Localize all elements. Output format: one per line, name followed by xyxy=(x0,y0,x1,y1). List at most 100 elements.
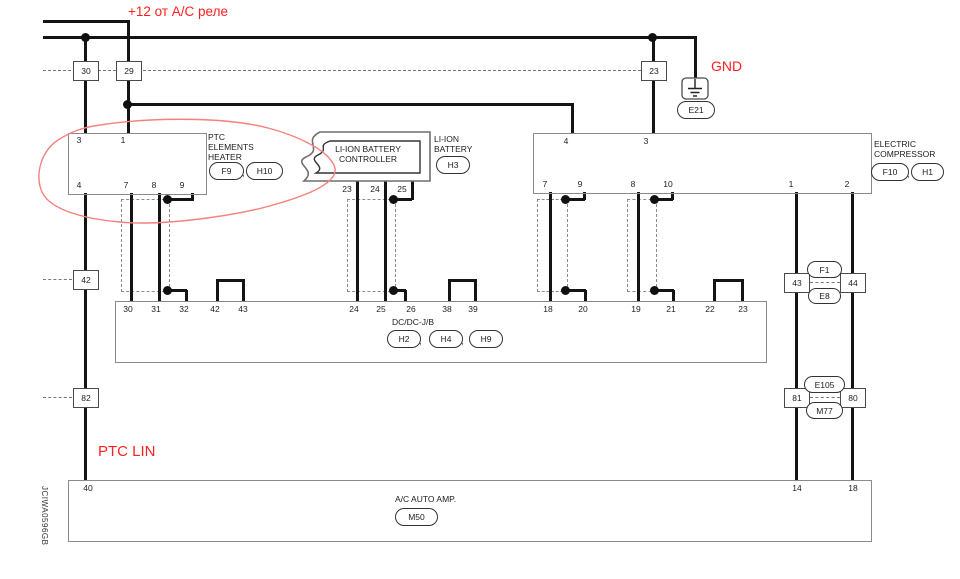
label-line: BATTERY xyxy=(434,144,473,154)
wire-segment xyxy=(652,36,655,133)
comma: , xyxy=(419,336,422,346)
label-line: A/C AUTO AMP. xyxy=(395,494,457,504)
label-line: ELECTRIC xyxy=(874,139,917,149)
wire-segment xyxy=(393,289,406,292)
dashed-stub-42 xyxy=(43,279,72,280)
label-line: DC/DC-J/B xyxy=(392,317,435,327)
dcdc-pin-39: 39 xyxy=(468,304,478,314)
connector-80-label: 80 xyxy=(848,393,858,403)
jumper-leg xyxy=(448,279,451,302)
junction-dot xyxy=(163,286,172,295)
connector-82: 82 xyxy=(73,388,99,408)
label-line: HEATER xyxy=(208,152,242,162)
label-line: COMPRESSOR xyxy=(874,149,936,159)
oval-label: H9 xyxy=(480,334,492,344)
dcdc-pin-19: 19 xyxy=(631,304,641,314)
jumper-leg xyxy=(713,279,716,302)
shield-loop-liion xyxy=(347,199,396,292)
wire-segment xyxy=(158,193,161,302)
comp-pin-8: 8 xyxy=(630,179,636,189)
dcdc-jb-box xyxy=(115,301,767,363)
dcdc-pin-21: 21 xyxy=(666,304,676,314)
wire-segment xyxy=(795,192,798,481)
oval-label: H4 xyxy=(440,334,452,344)
connector-44-label: 44 xyxy=(848,278,858,288)
wire-segment xyxy=(671,192,674,200)
connector-code-M77: M77 xyxy=(806,402,843,419)
amp-pin-40: 40 xyxy=(83,483,93,493)
wire-segment xyxy=(185,290,188,302)
connector-30-label: 30 xyxy=(81,66,91,76)
junction-dot xyxy=(389,195,398,204)
connector-80: 80 xyxy=(840,388,866,408)
connector-code-E105: E105 xyxy=(804,376,845,393)
wire-segment xyxy=(549,192,552,302)
oval-label: H1 xyxy=(922,167,933,177)
dashed-link-43-44 xyxy=(810,282,840,283)
wire-segment xyxy=(393,198,412,201)
ac-auto-amp-box xyxy=(68,480,872,542)
dashed-stub-82 xyxy=(43,397,72,398)
wire-to-ground xyxy=(694,36,697,82)
liion-pin-24: 24 xyxy=(370,184,380,194)
connector-code-F1: F1 xyxy=(807,261,842,278)
jumper-leg xyxy=(741,279,744,302)
connector-code-F10: F10 xyxy=(871,163,909,181)
oval-label: H2 xyxy=(398,334,410,344)
junction-dot xyxy=(561,286,570,295)
wire-segment xyxy=(654,198,673,201)
connector-30: 30 xyxy=(73,61,99,81)
dashed-harness-line-top xyxy=(43,70,641,71)
jumper-leg xyxy=(216,279,219,302)
dcdc-pin-43: 43 xyxy=(238,304,248,314)
connector-code-F9: F9 xyxy=(209,162,244,180)
liion-pin-25: 25 xyxy=(397,184,407,194)
shield-loop-ptc xyxy=(121,199,170,292)
connector-code-H4: H4 xyxy=(429,330,463,348)
wire-segment xyxy=(43,20,128,23)
dcdc-pin-30: 30 xyxy=(123,304,133,314)
label-line: LI-ION xyxy=(434,134,460,144)
connector-29: 29 xyxy=(116,61,142,81)
wire-segment xyxy=(565,289,586,292)
dcdc-pin-32: 32 xyxy=(179,304,189,314)
jumper-leg xyxy=(474,279,477,302)
oval-label: E105 xyxy=(814,379,835,390)
wire-segment xyxy=(130,193,133,302)
comma: , xyxy=(242,168,245,178)
connector-81: 81 xyxy=(784,388,810,408)
junction-dot xyxy=(81,33,90,42)
label-line: ELEMENTS xyxy=(208,142,254,152)
connector-23: 23 xyxy=(641,61,667,81)
wire-segment xyxy=(84,36,87,133)
comp-pin-1: 1 xyxy=(788,179,794,189)
ac-auto-amp-label: A/C AUTO AMP. xyxy=(395,494,456,504)
wire-segment xyxy=(43,36,695,39)
figure-code: JCIWA0596GB xyxy=(40,486,49,546)
wire-segment xyxy=(851,192,854,481)
connector-code-E8: E8 xyxy=(808,288,841,304)
label-line: LI-ION BATTERY xyxy=(335,144,401,154)
ptc-pin-7: 7 xyxy=(123,180,129,190)
dcdc-pin-22: 22 xyxy=(705,304,715,314)
wire-segment xyxy=(411,181,414,200)
connector-81-label: 81 xyxy=(792,393,802,403)
connector-29-label: 29 xyxy=(124,66,134,76)
annotation-gnd: GND xyxy=(711,58,743,74)
wire-segment xyxy=(571,103,574,133)
wire-segment xyxy=(637,192,640,302)
comma: , xyxy=(461,336,464,346)
jumper-top-42-43 xyxy=(216,279,244,282)
liion-pin-23: 23 xyxy=(342,184,352,194)
wire-segment xyxy=(168,289,187,292)
dcdc-pin-18: 18 xyxy=(543,304,553,314)
connector-code-M50: M50 xyxy=(395,508,438,526)
connector-44: 44 xyxy=(840,273,866,293)
shield-loop-comp-1 xyxy=(537,199,568,292)
junction-dot xyxy=(650,195,659,204)
comp-pin-2: 2 xyxy=(844,179,850,189)
dcdc-pin-20: 20 xyxy=(578,304,588,314)
annotation-ptc-lin: PTC LIN xyxy=(98,443,156,460)
